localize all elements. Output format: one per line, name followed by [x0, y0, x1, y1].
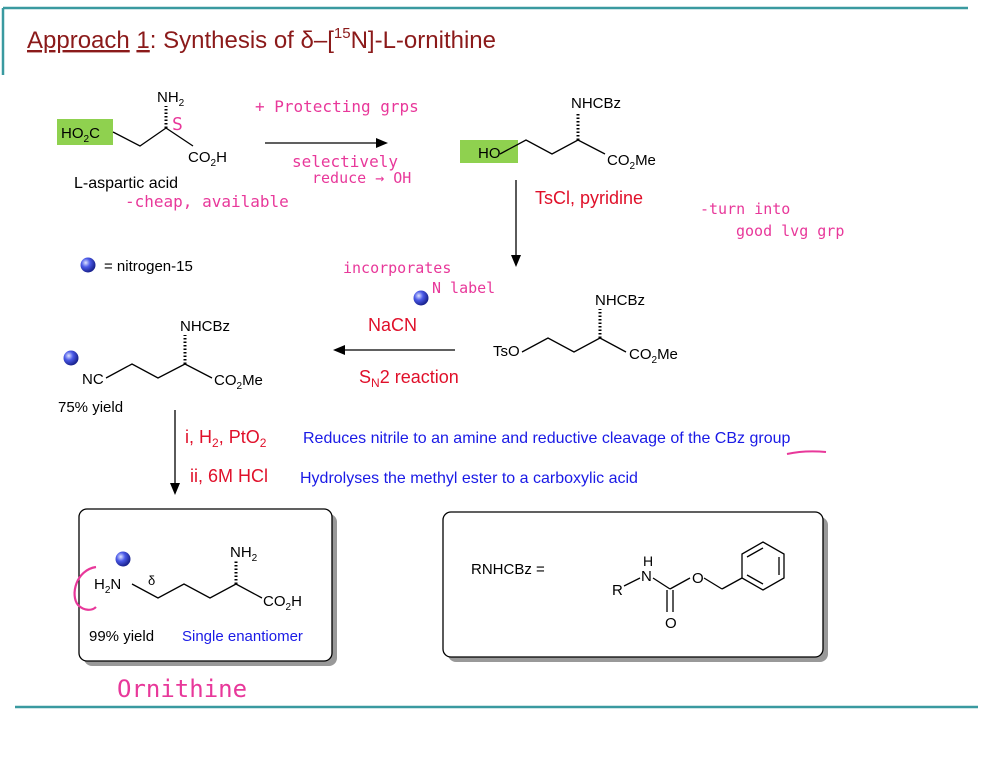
cbz-o-ester: O: [692, 570, 704, 587]
annotation-selectively: selectively: [292, 152, 398, 171]
note-step-ii: Hydrolyses the methyl ester to a carboxy…: [300, 470, 638, 487]
ornithine-structure: H2N δ NH2 CO2H 99% yield Single enantiom…: [89, 544, 303, 645]
title-number: 1: [136, 27, 149, 54]
ornithine-enantiomer: Single enantiomer: [182, 628, 303, 645]
alcohol-bonds: [499, 139, 606, 155]
arrowhead-step4: [170, 483, 180, 495]
cbz-n: N: [641, 568, 652, 585]
cbz-bond-n-c: [652, 577, 671, 590]
tosylate-ester: CO2Me: [629, 346, 678, 366]
arrowhead-step3: [333, 345, 345, 355]
cbz-box: [442, 511, 824, 658]
alcohol-ho: HO: [478, 145, 501, 162]
cbz-bond-ch2-ph: [721, 577, 743, 590]
reagent-step-i: i, H2, PtO2: [185, 427, 267, 450]
tosylate-tso: TsO: [493, 343, 520, 360]
cbz-benzene-double-1: [746, 547, 764, 558]
annotation-ornithine: Ornithine: [117, 675, 247, 703]
nitrile-structure: NC NHCBz CO2Me 75% yield: [58, 318, 263, 416]
nitrile-nhcbz: NHCBz: [180, 318, 230, 335]
nitrogen15-ball-nitrile: [63, 350, 79, 366]
reagent-step-ii: ii, 6M HCl: [190, 466, 268, 486]
alcohol-structure: HO NHCBz CO2Me: [460, 95, 656, 172]
annotation-s: S: [172, 114, 183, 135]
nitrile-nc: NC: [82, 371, 104, 388]
annotation-reduce: reduce → OH: [312, 169, 411, 187]
aspartic-bonds: [112, 127, 194, 147]
title-approach: Approach: [27, 27, 130, 54]
tosylate-structure: TsO NHCBz CO2Me: [493, 292, 678, 366]
annotation-cbz-underline: [786, 450, 827, 455]
highlight-ho2c: [57, 119, 113, 145]
nitrile-ester: CO2Me: [214, 372, 263, 392]
cbz-bond-o-ch2: [703, 577, 723, 590]
ornithine-nh2: NH2: [230, 544, 258, 564]
slide-title: Approach 1: Synthesis of δ–[15N]-L-ornit…: [27, 25, 496, 54]
cbz-label: RNHCBz =: [471, 561, 545, 578]
reagent-nacn: NaCN: [368, 315, 417, 335]
ornithine-box: [78, 508, 333, 662]
title-text: : Synthesis of δ–[: [150, 27, 334, 54]
nitrogen15-ball-reagent: [413, 290, 429, 306]
legend-text: = nitrogen-15: [104, 258, 193, 275]
aspartic-name: L-aspartic acid: [74, 175, 178, 192]
cbz-h: H: [643, 553, 653, 569]
reagent-sn2: SN2 reaction: [359, 367, 459, 390]
highlight-ho: [460, 140, 518, 163]
cbz-benzene-ring: [741, 541, 785, 591]
annotation-turn-into: -turn into: [700, 200, 790, 218]
arrowhead-step2: [511, 255, 521, 267]
annotation-good-lvg: good lvg grp: [736, 222, 844, 240]
aspartic-acid-structure: HO2C NH2 CO2H L-aspartic acid: [57, 89, 227, 192]
aspartic-nh2: NH2: [157, 89, 185, 109]
note-step-i: Reduces nitrile to an amine and reductiv…: [303, 430, 791, 447]
ornithine-co2h: CO2H: [263, 593, 302, 613]
annotation-protect: + Protecting grps: [255, 97, 419, 116]
annotation-n-label: N label: [432, 279, 495, 297]
cbz-bond-r-n: [623, 577, 641, 587]
nitrogen15-legend-ball: [80, 257, 96, 273]
cbz-benzene-double-3: [746, 574, 764, 585]
reagent-tscl: TsCl, pyridine: [535, 188, 643, 208]
nitrile-bonds: [105, 363, 213, 379]
alcohol-ester: CO2Me: [607, 152, 656, 172]
annotation-incorporates: incorporates: [343, 259, 451, 277]
ornithine-delta: δ: [148, 573, 155, 588]
cbz-r: R: [612, 582, 623, 599]
alcohol-nhcbz: NHCBz: [571, 95, 621, 112]
aspartic-co2h: CO2H: [188, 149, 227, 169]
nitrile-yield: 75% yield: [58, 399, 123, 416]
title-tail: N]-L-ornithine: [351, 27, 496, 54]
annotation-circle-amine: [73, 565, 97, 611]
aspartic-ho2c: HO2C: [61, 125, 100, 145]
cbz-structure: RNHCBz = H N R O O: [471, 541, 785, 632]
arrowhead-step1: [376, 138, 388, 148]
ornithine-yield: 99% yield: [89, 628, 154, 645]
nitrogen15-ball-product: [115, 551, 131, 567]
tosylate-nhcbz: NHCBz: [595, 292, 645, 309]
annotation-cheap: -cheap, available: [125, 192, 289, 211]
cbz-bond-c-o: [669, 577, 691, 590]
cbz-o-carbonyl: O: [665, 615, 677, 632]
title-isotope: 15: [334, 25, 351, 42]
tosylate-bonds: [521, 337, 627, 353]
ornithine-h2n: H2N: [94, 576, 121, 596]
ornithine-bonds: [131, 583, 263, 599]
